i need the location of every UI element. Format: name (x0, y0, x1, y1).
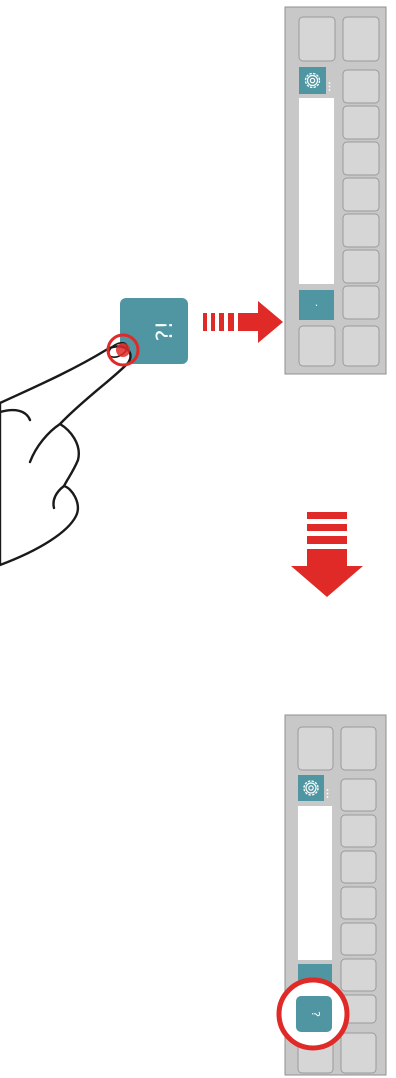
arrow-right-icon (203, 301, 283, 343)
key[interactable] (341, 727, 376, 770)
punctuation-key[interactable]: · (299, 290, 334, 320)
candidate-panel (298, 806, 332, 960)
more-dots-icon (327, 789, 329, 798)
key[interactable] (343, 178, 379, 211)
key[interactable] (343, 106, 379, 139)
key[interactable] (298, 727, 333, 770)
key[interactable] (299, 326, 335, 366)
key[interactable] (343, 70, 379, 103)
key[interactable] (343, 250, 379, 283)
key[interactable] (341, 815, 376, 847)
key[interactable] (343, 326, 379, 366)
key[interactable] (341, 779, 376, 811)
key[interactable] (343, 142, 379, 175)
top-keyboard: · (285, 7, 386, 374)
arrow-down-icon (291, 512, 363, 597)
key[interactable] (341, 1033, 376, 1073)
key[interactable] (341, 923, 376, 955)
new-key-glyph: ? (309, 1011, 322, 1017)
hand-icon (0, 340, 131, 565)
settings-key[interactable] (298, 775, 328, 801)
key[interactable] (299, 17, 335, 61)
key[interactable] (343, 286, 379, 319)
candidate-panel (299, 98, 334, 284)
key[interactable] (341, 959, 376, 991)
key[interactable] (341, 887, 376, 919)
bottom-keyboard: ? (279, 715, 386, 1075)
key[interactable] (343, 214, 379, 247)
popup-key-glyphs: ¡¿ (154, 321, 179, 342)
inverted-question-key[interactable]: ? (296, 996, 332, 1032)
more-dots-icon (329, 82, 331, 91)
key[interactable] (343, 17, 379, 61)
punctuation-key-glyph: · (315, 299, 319, 312)
settings-key[interactable] (299, 67, 330, 94)
key[interactable] (341, 851, 376, 883)
